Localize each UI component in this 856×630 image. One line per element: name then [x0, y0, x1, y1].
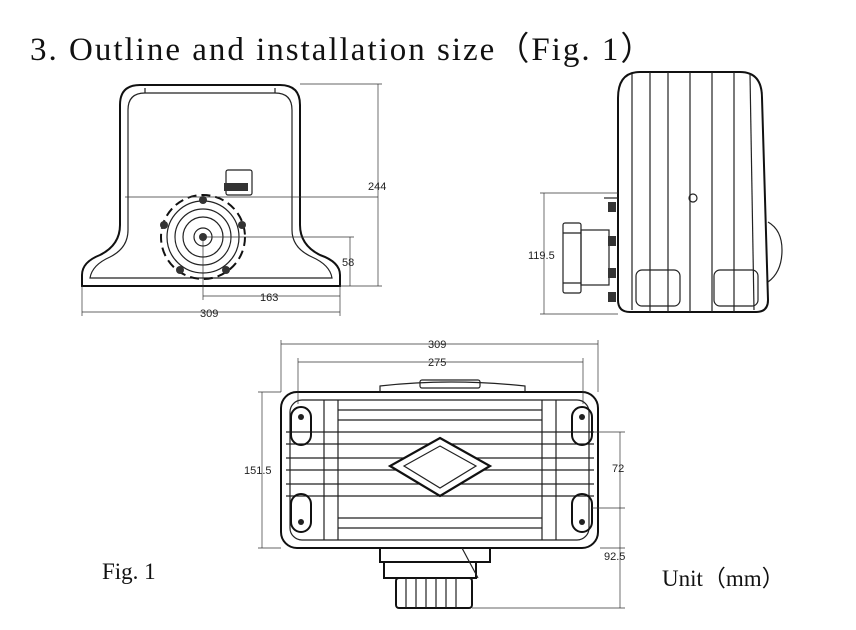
top-view: 309 275 151.5 72 92.5	[244, 339, 625, 609]
dim-top-inner-width: 275	[428, 357, 446, 369]
dim-side-height: 119.5	[528, 250, 555, 262]
dim-front-shaft-height: 58	[342, 257, 354, 269]
dim-top-depth: 151.5	[244, 465, 272, 477]
dim-front-height: 244	[368, 181, 386, 193]
dim-top-hole-spacing: 72	[612, 463, 624, 475]
dim-front-width: 309	[200, 308, 218, 320]
unit-label: Unit（mm）	[662, 566, 785, 591]
dim-top-overall: 92.5	[604, 551, 625, 563]
dim-front-shaft-offset: 163	[260, 292, 278, 304]
figure-label: Fig. 1	[102, 559, 156, 584]
side-view: 119.5	[528, 71, 783, 315]
section-title: 3. Outline and installation size（Fig. 1）	[30, 32, 656, 68]
dim-top-outer-width: 309	[428, 339, 446, 351]
front-view: 244 58 163 309	[81, 83, 386, 320]
